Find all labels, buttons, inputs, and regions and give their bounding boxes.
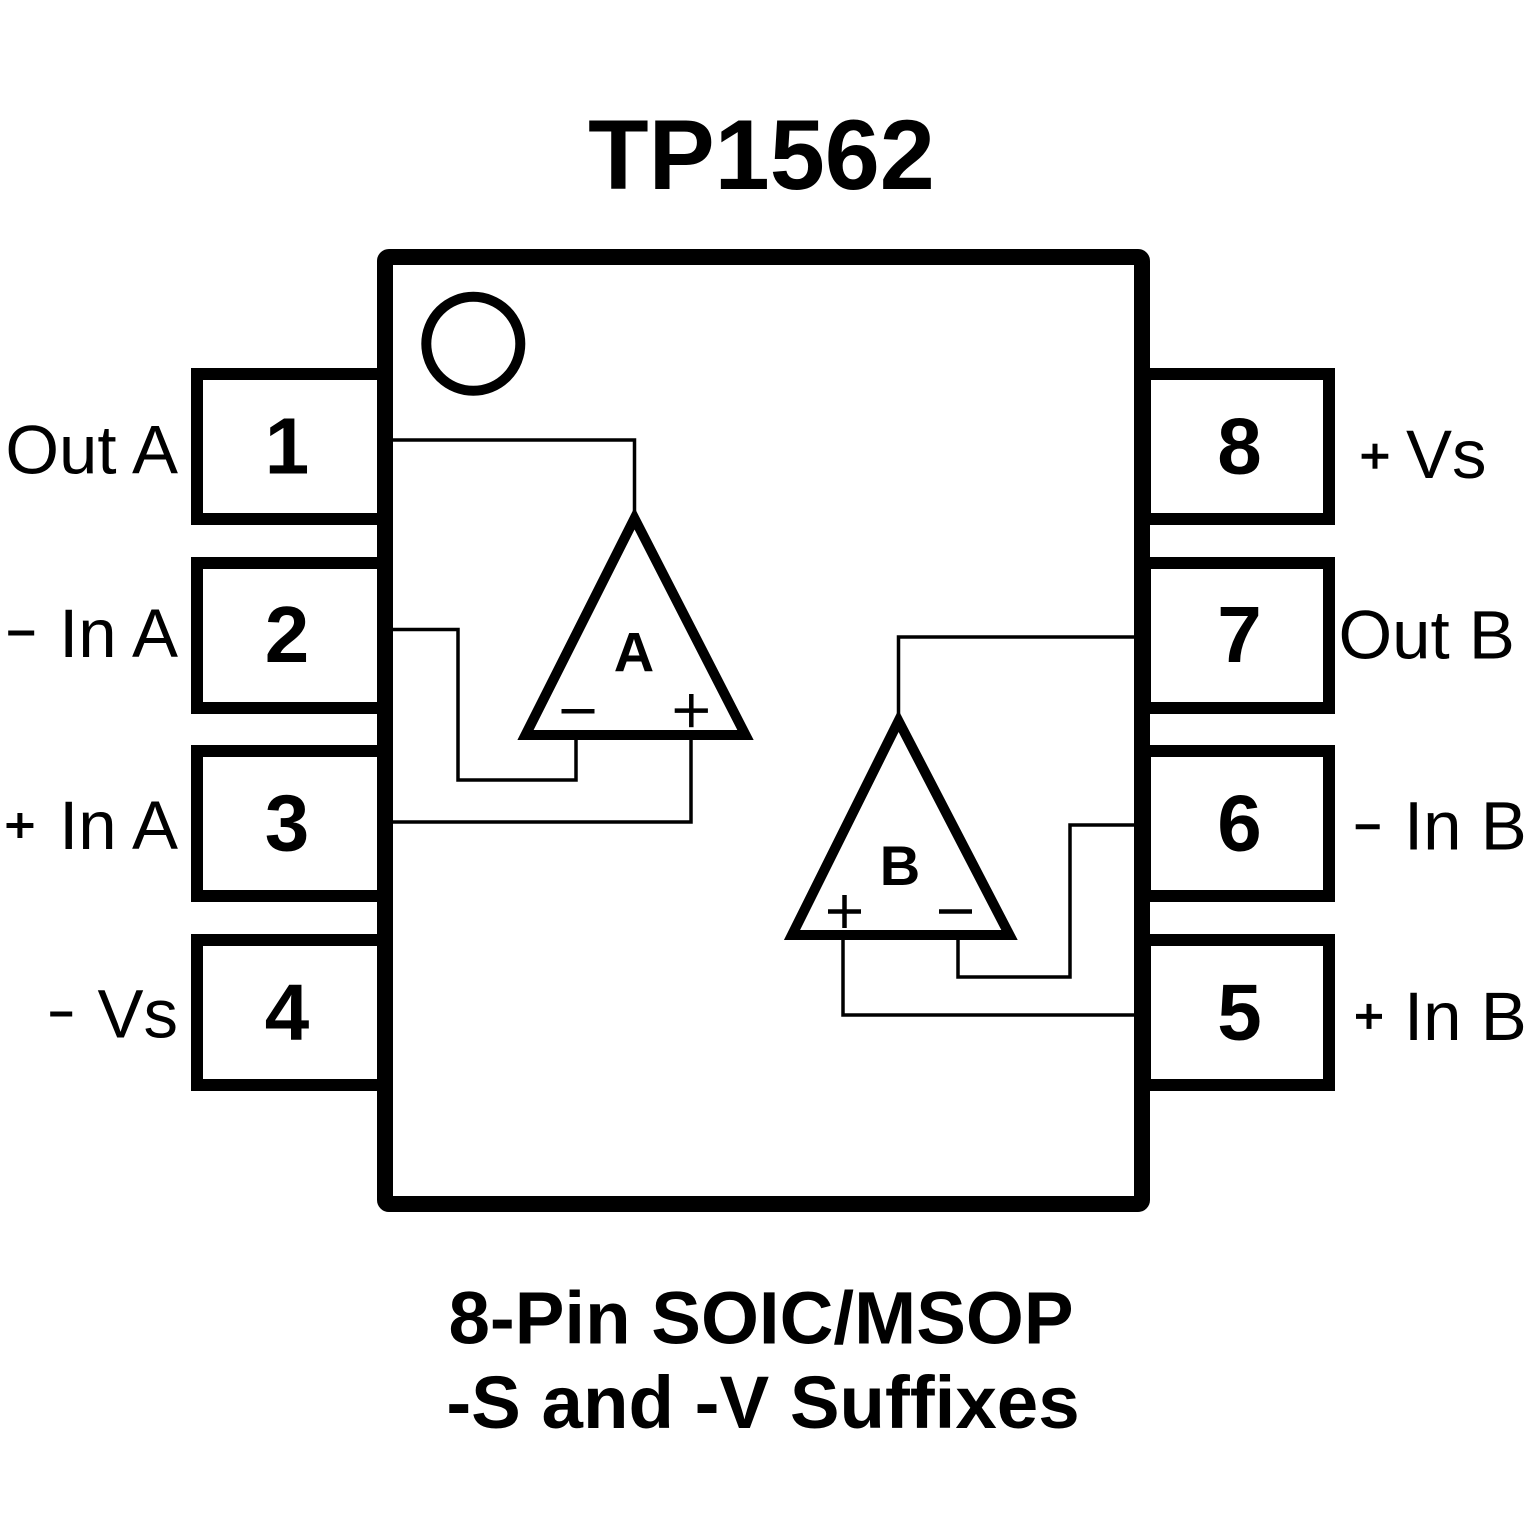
svg-text:7: 7 <box>1217 590 1262 679</box>
svg-text:2: 2 <box>265 590 310 679</box>
svg-text:Vs: Vs <box>97 976 178 1053</box>
svg-text:In A: In A <box>59 595 178 672</box>
svg-text:Out A: Out A <box>5 412 178 489</box>
svg-text:8-Pin SOIC/MSOP: 8-Pin SOIC/MSOP <box>448 1277 1073 1360</box>
svg-text:4: 4 <box>265 968 310 1057</box>
svg-text:B: B <box>880 834 920 897</box>
svg-text:3: 3 <box>265 779 310 868</box>
svg-text:1: 1 <box>265 402 310 491</box>
svg-text:In B: In B <box>1404 788 1527 865</box>
svg-text:6: 6 <box>1217 779 1262 868</box>
svg-text:In A: In A <box>59 787 178 864</box>
svg-text:Vs: Vs <box>1406 416 1487 493</box>
svg-text:Out B: Out B <box>1339 597 1515 674</box>
svg-text:A: A <box>614 621 654 684</box>
svg-text:In B: In B <box>1404 978 1527 1055</box>
svg-text:-S and -V Suffixes: -S and -V Suffixes <box>446 1361 1079 1444</box>
svg-text:5: 5 <box>1217 968 1262 1057</box>
svg-text:8: 8 <box>1217 402 1262 491</box>
svg-text:TP1562: TP1562 <box>588 99 935 210</box>
